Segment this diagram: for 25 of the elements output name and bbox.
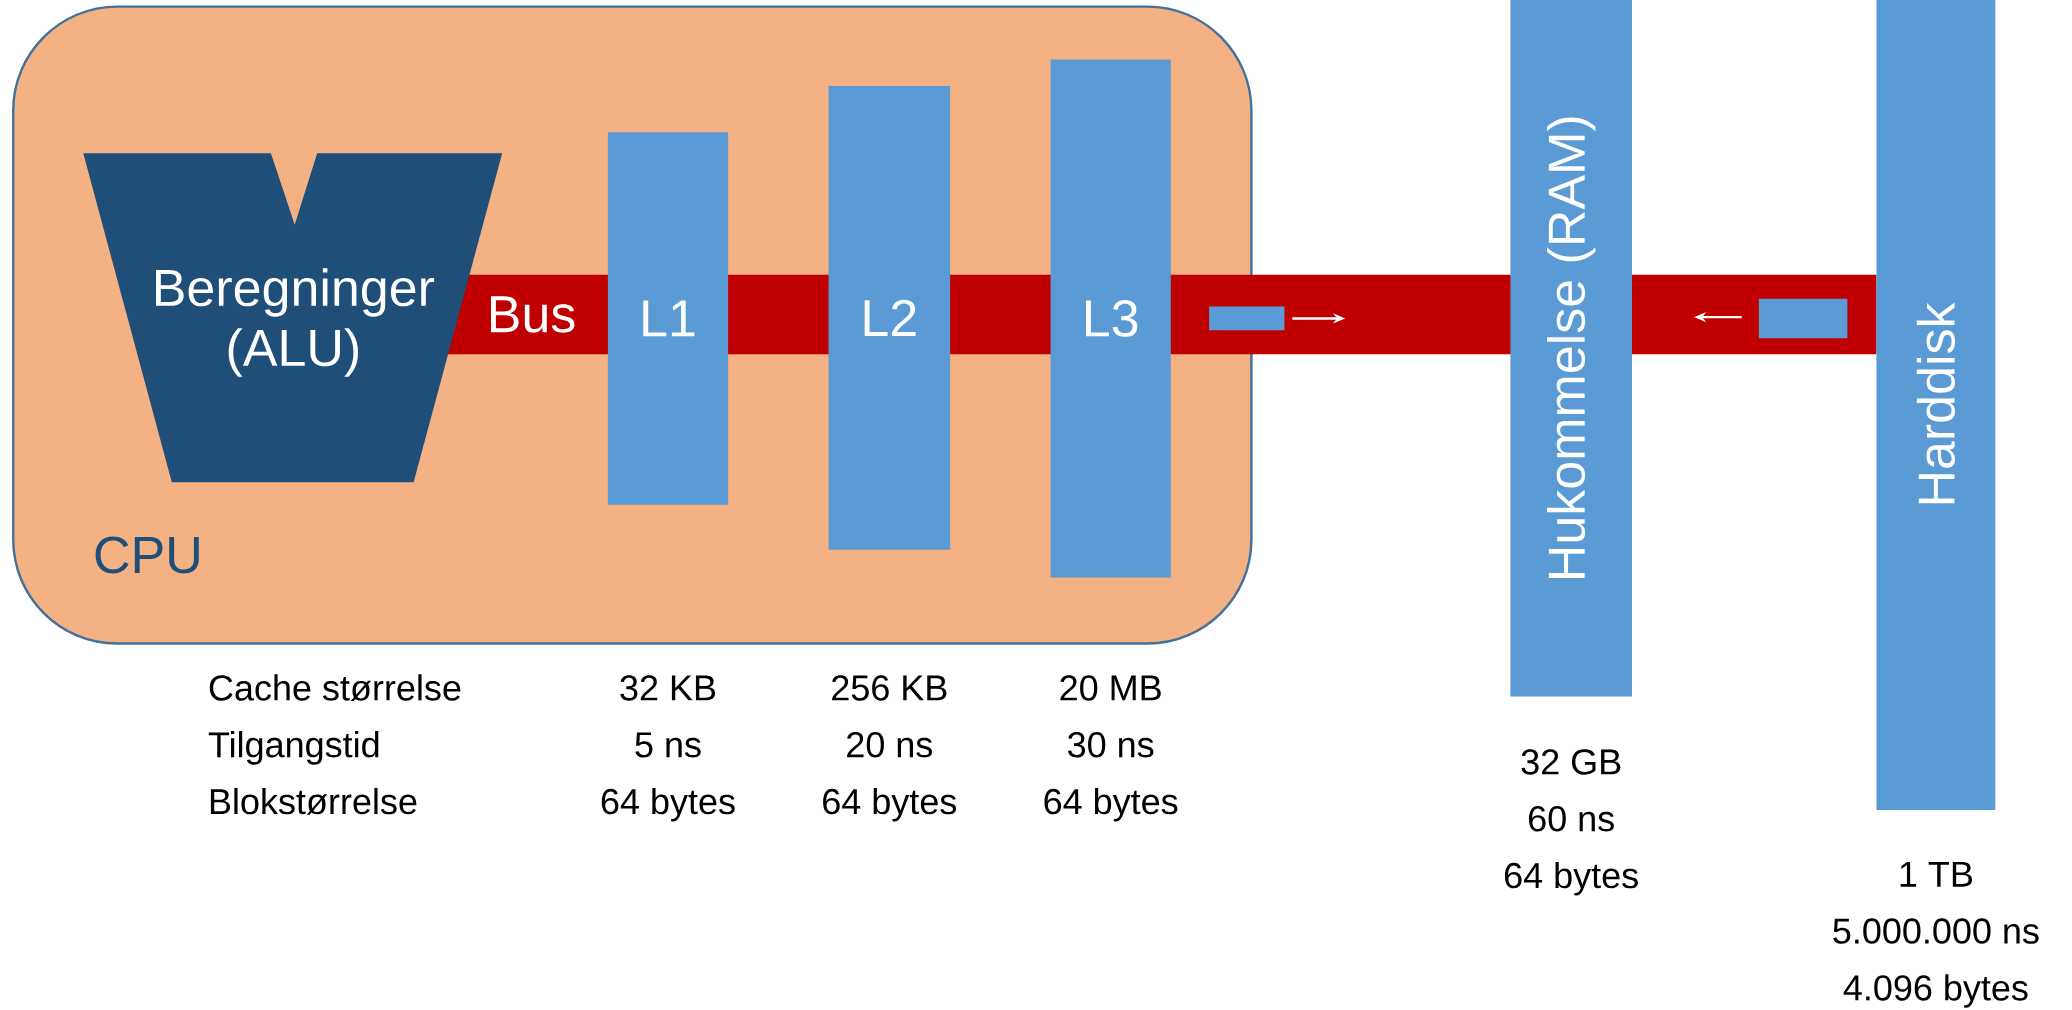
spec-value: 5.000.000 ns bbox=[1833, 918, 2039, 945]
spec-value: 64 bytes bbox=[601, 788, 735, 822]
spec-value: 32 KB bbox=[620, 675, 716, 701]
spec-value: 60 ns bbox=[1528, 806, 1614, 832]
spec-value: 20 MB bbox=[1060, 675, 1161, 701]
spec-value: 30 ns bbox=[1068, 732, 1154, 758]
row-label: Cache størrelse bbox=[209, 674, 461, 702]
spec-value: 64 bytes bbox=[1504, 862, 1638, 896]
spec-value: 64 bytes bbox=[1044, 788, 1178, 822]
memory-bar: Hukommelse (RAM) bbox=[1510, 0, 1632, 697]
cache-block: L3 bbox=[1050, 59, 1171, 578]
spec-value: 256 KB bbox=[832, 675, 947, 701]
data-block bbox=[1758, 298, 1848, 339]
row-label: Blokstørrelse bbox=[210, 788, 417, 815]
spec-value: 32 GB bbox=[1521, 749, 1621, 775]
memory-bar: Harddisk bbox=[1876, 0, 1996, 811]
spec-value: 64 bytes bbox=[823, 788, 957, 822]
spec-value: 4.096 bytes bbox=[1843, 974, 2028, 1008]
row-label: Tilgangstid bbox=[208, 731, 379, 765]
data-block bbox=[1209, 306, 1285, 331]
spec-value: 20 ns bbox=[847, 732, 933, 758]
cache-block: L1 bbox=[607, 132, 729, 505]
spec-value: 5 ns bbox=[635, 732, 701, 758]
cache-block: L2 bbox=[828, 86, 951, 550]
spec-value: 1 TB bbox=[1900, 862, 1972, 887]
